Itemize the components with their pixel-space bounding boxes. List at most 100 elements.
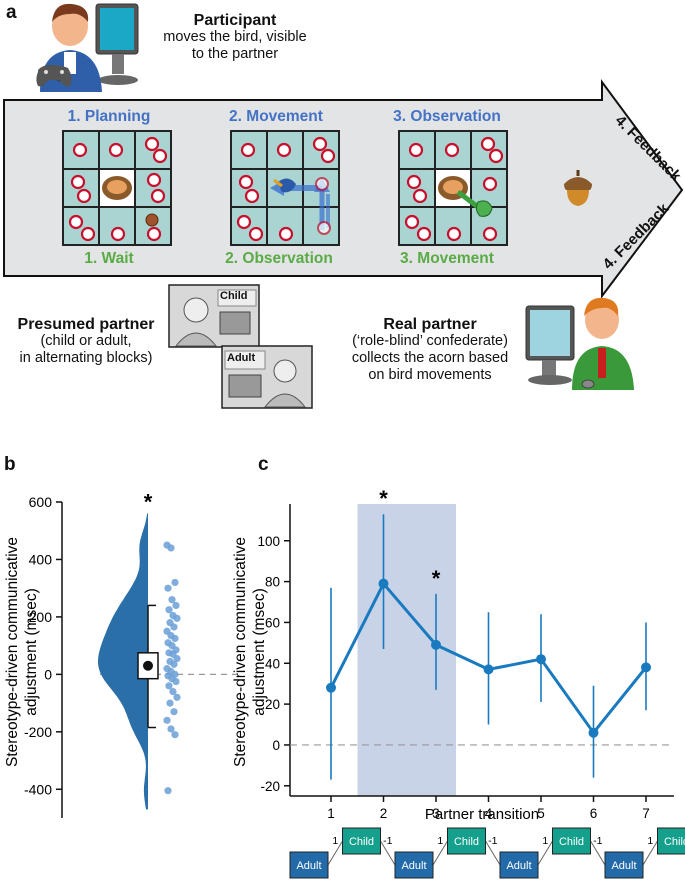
panel-c-ytick-label: 80 [265,575,280,590]
sequence-box [447,827,486,855]
panel-c-point [483,664,494,675]
sequence-links [327,840,658,866]
panel-b-point [168,596,176,604]
sequence-box [552,827,591,855]
sequence-box-label: Adult [401,860,426,872]
sequence-sign: 1 [542,835,548,847]
panel-b-point [171,578,179,587]
child-photo [168,284,260,348]
real-partner-title: Real partner [383,316,477,333]
panel-c-chart: Stereotype-driven communicative adjustme… [232,486,674,822]
panel-b-ytick-label: 600 [29,494,53,510]
panel-b-point [165,606,173,614]
panel-b-ytick-label: 0 [44,666,52,682]
participant-icon [38,3,139,92]
panel-b-point [173,654,181,663]
sequence-box-label: Child [664,836,685,848]
sequence-box [604,851,644,879]
sequence-link [327,840,343,866]
sequence-link [642,840,658,866]
sequence-box [342,827,381,855]
panel-c-point [431,639,441,650]
partner-sequence-diagram: AdultChildAdultChildAdultChildAdultChild… [289,827,685,879]
presumed-partner-caption: Presumed partner (child or adult, in alt… [4,316,168,367]
stage-bottom-2: 2. Observation [225,250,333,267]
panel-b-point [167,725,175,733]
panel-b-letter: b [4,454,16,475]
sequence-box-label: Child [349,836,374,848]
sequence-sign: 1 [437,835,443,847]
panel-c-xtick-label: 2 [380,806,388,821]
panel-c-point [641,662,651,673]
panel-c-xtick-label: 3 [432,806,440,821]
participant-caption: Participant moves the bird, visible to t… [140,12,330,63]
stage-top-3: 3. Observation [393,108,501,125]
panel-b-point [169,688,177,696]
panel-c-point [588,727,599,738]
participant-line1: moves the bird, visible [163,29,307,45]
panel-b-chart: Stereotype-driven communicative adjustme… [4,489,236,818]
panel-b-ytick-label: -200 [24,724,52,740]
sequence-sign: -1 [383,835,392,847]
panel-b-point [171,634,179,643]
real-partner-line1: (‘role-blind’ confederate) [352,333,508,349]
adult-photo-label: Adult [227,352,256,364]
gamepad-icon [36,65,72,87]
panel-c-xtick-label: 4 [485,806,493,821]
real-partner-line2: collects the acorn based [351,350,509,366]
panel-b-point [164,584,172,592]
sequence-sign: -1 [593,835,602,847]
panel-c-stars: ** [379,486,441,591]
real-partner-line3: on bird movements [368,367,492,383]
sequence-box [394,851,434,879]
participant-line2: to the partner [191,46,279,62]
panel-b-points [163,541,181,795]
acorn-icon [564,170,592,206]
panel-b-point [173,693,181,701]
stage-bottom-1: 1. Wait [84,250,134,267]
panel-b-point [163,716,171,724]
panel-b-point [164,787,172,795]
stage-top-2: 2. Movement [229,108,323,125]
panel-c-ytick-label: -20 [260,779,280,794]
panel-b-mean-point [143,660,153,671]
sequence-boxes: AdultChildAdultChildAdultChildAdultChild [289,827,685,879]
panel-c-xtick-label: 5 [537,806,545,821]
sequence-link [380,840,396,866]
presumed-partner-title: Presumed partner [17,316,155,333]
sequence-link [432,840,448,866]
panel-c-ylabel-line2: adjustment (msec) [251,588,268,715]
panel-b-violin [98,513,148,810]
panel-c-point [536,654,546,665]
panel-b-ylabel-line1: Stereotype-driven communicative [4,537,21,767]
grid-planning [62,130,172,246]
panel-c-xtick-label: 1 [327,806,335,821]
real-partner-icon [525,297,634,390]
panel-c-point [326,682,336,693]
panel-b-ytick-label: -400 [24,781,52,797]
panel-a-letter: a [6,2,17,23]
panel-c-ytick-label: 40 [265,656,280,671]
sequence-box-label: Child [454,836,479,848]
panel-b-point [171,731,179,739]
panel-c-ytick-label: 20 [265,697,280,712]
child-photo-label: Child [220,290,248,302]
sequence-sign: 1 [647,835,653,847]
panel-b-point [165,682,173,690]
panel-b-point [172,601,180,610]
panel-c-xtick-label: 6 [590,806,598,821]
panel-c-ylabel-line1: Stereotype-driven communicative [232,537,249,767]
panel-c-ytick-label: 0 [272,738,280,753]
panel-c-xlabel: Partner transition [425,806,539,822]
stage-bottom-3: 3. Movement [400,250,494,267]
panel-c-letter: c [258,454,269,475]
panel-c-ytick-label: 60 [265,615,280,630]
panel-b-significance-star: * [144,489,153,514]
sequence-box [499,851,539,879]
adult-photo [221,345,313,409]
stage-top-1: 1. Planning [67,108,151,125]
panel-c-significance-star: * [379,486,388,511]
panel-b-ylabel-line2: adjustment (msec) [23,588,40,715]
